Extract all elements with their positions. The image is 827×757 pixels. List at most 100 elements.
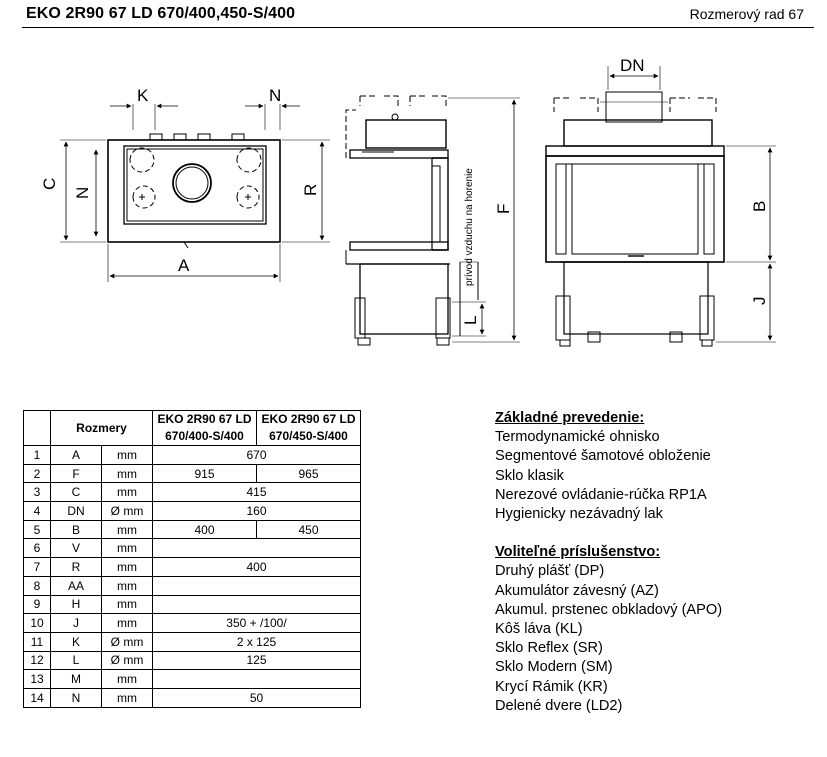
- table-cell-name: B: [50, 519, 102, 540]
- optional-list: Druhý plášť (DP) Akumulátor závesný (AZ)…: [495, 562, 722, 716]
- dim-label-c: C: [40, 178, 59, 190]
- table-cell-num: 11: [23, 631, 51, 652]
- table-cell-v1: 915: [152, 463, 257, 484]
- list-item: Akumulátor závesný (AZ): [495, 582, 659, 599]
- table-cell-num: 8: [23, 575, 51, 596]
- table-cell-merged: 350 + /100/: [152, 613, 361, 633]
- table-cell-merged: 2 x 125: [152, 631, 361, 652]
- list-item: Sklo Modern (SM): [495, 659, 613, 676]
- table-cell-merged: [152, 538, 361, 559]
- table-cell-num: 4: [23, 501, 51, 521]
- list-item: Delené dvere (LD2): [495, 697, 623, 714]
- list-item: Kôš láva (KL): [495, 621, 583, 638]
- basic-heading: Základné prevedenie:: [495, 410, 645, 426]
- table-cell-num: 13: [23, 669, 51, 689]
- table-cell-unit: Ø mm: [101, 631, 153, 652]
- dim-label-k: K: [137, 86, 149, 105]
- table-cell-name: J: [50, 613, 102, 633]
- list-item: Akumul. prstenec obkladový (APO): [495, 601, 723, 618]
- table-cell-num: 6: [23, 538, 51, 559]
- dim-label-f: F: [494, 204, 513, 214]
- table-cell-unit: mm: [101, 613, 153, 633]
- side-view-drawing: [345, 95, 520, 346]
- table-cell-v1: 400: [152, 519, 257, 540]
- table-cell-num: 14: [23, 687, 51, 708]
- table-cell-num: 5: [23, 519, 51, 540]
- table-cell-name: A: [50, 445, 102, 465]
- dim-label-n-top: N: [269, 86, 281, 105]
- table-header-model-1: EKO 2R90 67 LD 670/400-S/400: [152, 410, 257, 446]
- table-cell-v2: 450: [256, 519, 361, 540]
- table-header-label: Rozmery: [50, 410, 153, 446]
- table-cell-unit: mm: [101, 538, 153, 559]
- list-item: Termodynamické ohnisko: [495, 429, 660, 446]
- table-cell-merged: 400: [152, 557, 361, 577]
- table-cell-merged: 160: [152, 501, 361, 521]
- table-cell-unit: mm: [101, 482, 153, 503]
- table-cell-unit: mm: [101, 445, 153, 465]
- front-view-drawing: [545, 66, 776, 347]
- table-header-blank: [23, 410, 51, 446]
- list-item: Sklo klasik: [495, 467, 564, 484]
- dim-label-r: R: [301, 184, 320, 196]
- series-label: Rozmerový rad 67: [689, 6, 804, 22]
- optional-heading: Voliteľné príslušenstvo:: [495, 544, 661, 561]
- table-cell-name: M: [50, 669, 102, 689]
- product-title: EKO 2R90 67 LD 670/400,450-S/400: [26, 5, 296, 22]
- table-cell-name: L: [50, 650, 102, 671]
- air-intake-label: prívod vzduchu na horenie: [464, 168, 475, 286]
- table-cell-unit: Ø mm: [101, 650, 153, 671]
- table-cell-merged: 50: [152, 687, 361, 708]
- table-cell-name: F: [50, 463, 102, 484]
- table-cell-unit: mm: [101, 557, 153, 577]
- document-header: EKO 2R90 67 LD 670/400,450-S/400 Rozmero…: [22, 0, 814, 28]
- table-cell-unit: mm: [101, 575, 153, 596]
- table-cell-name: DN: [50, 501, 102, 521]
- table-header-row: Rozmery EKO 2R90 67 LD 670/400-S/400 EKO…: [23, 410, 361, 446]
- basic-list: Termodynamické ohnisko Segmentové šamoto…: [495, 428, 722, 524]
- dim-label-a: A: [178, 256, 190, 275]
- table-cell-merged: 415: [152, 482, 361, 503]
- dim-label-j: J: [750, 297, 769, 306]
- table-cell-num: 2: [23, 463, 51, 484]
- technical-drawings: K N A C N R F L prívod vzduchu na horeni…: [40, 56, 776, 347]
- table-cell-merged: 670: [152, 445, 361, 465]
- dimensions-table: Rozmery EKO 2R90 67 LD 670/400-S/400 EKO…: [23, 410, 361, 708]
- dim-label-dn: DN: [620, 56, 645, 75]
- table-cell-num: 7: [23, 557, 51, 577]
- list-item: Sklo Reflex (SR): [495, 640, 603, 657]
- table-cell-unit: Ø mm: [101, 501, 153, 521]
- table-cell-num: 1: [23, 445, 51, 465]
- table-cell-name: AA: [50, 575, 102, 596]
- list-item: Druhý plášť (DP): [495, 563, 605, 580]
- dim-label-l: L: [461, 316, 480, 325]
- table-cell-num: 3: [23, 482, 51, 503]
- features-panel: Základné prevedenie: Termodynamické ohni…: [495, 409, 722, 716]
- table-cell-name: K: [50, 631, 102, 652]
- list-item: Nerezové ovládanie-rúčka RP1A: [495, 486, 707, 503]
- table-cell-unit: mm: [101, 687, 153, 708]
- table-cell-name: H: [50, 594, 102, 615]
- table-cell-merged: [152, 669, 361, 689]
- dim-label-b: B: [750, 201, 769, 212]
- list-item: Hygienicky nezávadný lak: [495, 506, 663, 523]
- table-cell-num: 10: [23, 613, 51, 633]
- list-item: Krycí Rámik (KR): [495, 678, 608, 695]
- table-cell-name: N: [50, 687, 102, 708]
- table-cell-name: R: [50, 557, 102, 577]
- table-cell-merged: 125: [152, 650, 361, 671]
- table-cell-num: 9: [23, 594, 51, 615]
